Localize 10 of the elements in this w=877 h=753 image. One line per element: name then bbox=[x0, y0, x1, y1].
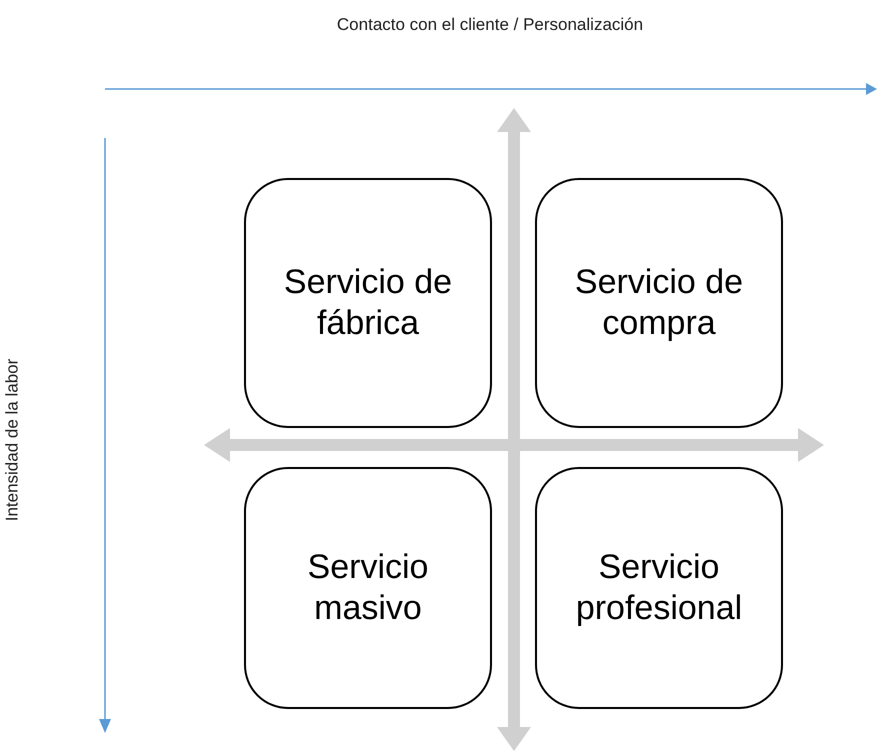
box-text: Servicio profesional bbox=[574, 547, 744, 629]
rounded-box bbox=[244, 467, 492, 709]
rounded-box bbox=[535, 467, 783, 709]
box-text: Servicio de compra bbox=[574, 262, 744, 344]
axis-label: Contacto con el cliente / Personalización bbox=[336, 15, 644, 35]
box-text: Servicio de fábrica bbox=[282, 262, 454, 344]
rounded-box bbox=[535, 178, 783, 428]
box-text: Servicio masivo bbox=[306, 547, 430, 629]
rounded-box bbox=[244, 178, 492, 428]
axis-label: Intensidad de la labor bbox=[2, 358, 22, 522]
